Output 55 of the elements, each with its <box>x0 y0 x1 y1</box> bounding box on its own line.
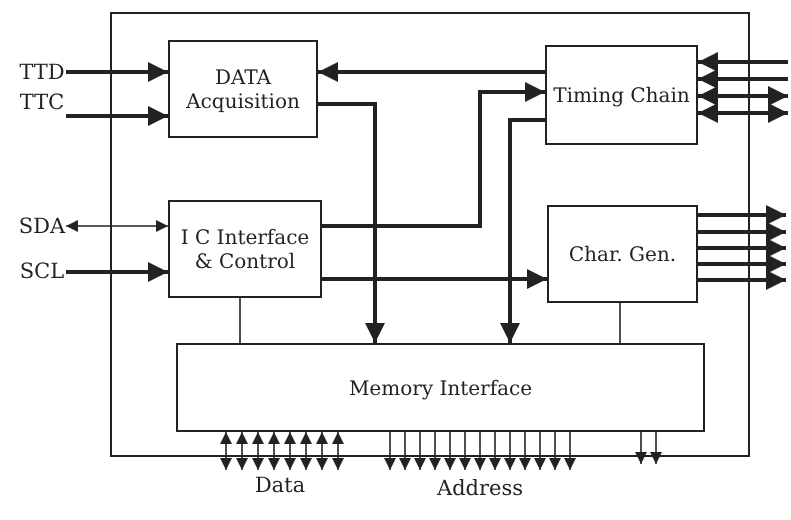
arrow <box>549 432 561 470</box>
connector-line <box>239 298 241 343</box>
double-arrow <box>284 432 296 470</box>
bus-label: Address <box>380 470 580 506</box>
chip-outline <box>110 12 750 457</box>
double-arrow <box>316 432 328 470</box>
arrow <box>474 432 486 470</box>
function-block: DATA Acquisition <box>168 40 318 138</box>
double-arrow <box>300 432 312 470</box>
arrow <box>519 432 531 470</box>
signal-label: TTC <box>18 88 66 116</box>
arrow <box>322 82 545 228</box>
arrow <box>698 238 786 258</box>
double-arrow <box>252 432 264 470</box>
signal-label: TTD <box>18 58 66 86</box>
arrow <box>698 270 786 290</box>
function-block: Char. Gen. <box>547 205 698 303</box>
double-arrow <box>698 103 788 123</box>
double-arrow <box>236 432 248 470</box>
arrow <box>698 222 786 242</box>
arrow <box>564 432 576 470</box>
arrow <box>698 205 786 225</box>
arrow <box>698 52 788 72</box>
arrow <box>635 432 647 464</box>
bus-label: Data <box>215 470 345 500</box>
arrow <box>534 432 546 470</box>
double-arrow <box>332 432 344 470</box>
arrow <box>384 432 396 470</box>
signal-label: SCL <box>18 257 66 285</box>
function-block: I C Interface & Control <box>168 200 322 298</box>
arrow <box>399 432 411 470</box>
double-arrow <box>220 432 232 470</box>
arrow <box>414 432 426 470</box>
double-arrow <box>698 86 788 106</box>
arrow <box>66 62 168 82</box>
arrow <box>66 106 168 126</box>
function-block: Timing Chain <box>545 45 698 145</box>
arrow <box>698 254 786 274</box>
arrow <box>66 262 168 282</box>
arrow <box>318 62 545 82</box>
signal-label: SDA <box>18 212 66 240</box>
function-block: Memory Interface <box>176 343 705 432</box>
arrow <box>429 432 441 470</box>
arrow <box>698 69 788 89</box>
arrow <box>489 432 501 470</box>
arrow <box>500 118 545 343</box>
double-arrow <box>268 432 280 470</box>
arrow <box>318 102 385 343</box>
double-arrow <box>66 220 168 232</box>
arrow <box>322 269 547 289</box>
arrow <box>459 432 471 470</box>
arrow <box>504 432 516 470</box>
arrow <box>444 432 456 470</box>
connector-line <box>619 303 621 343</box>
arrow <box>650 432 662 464</box>
